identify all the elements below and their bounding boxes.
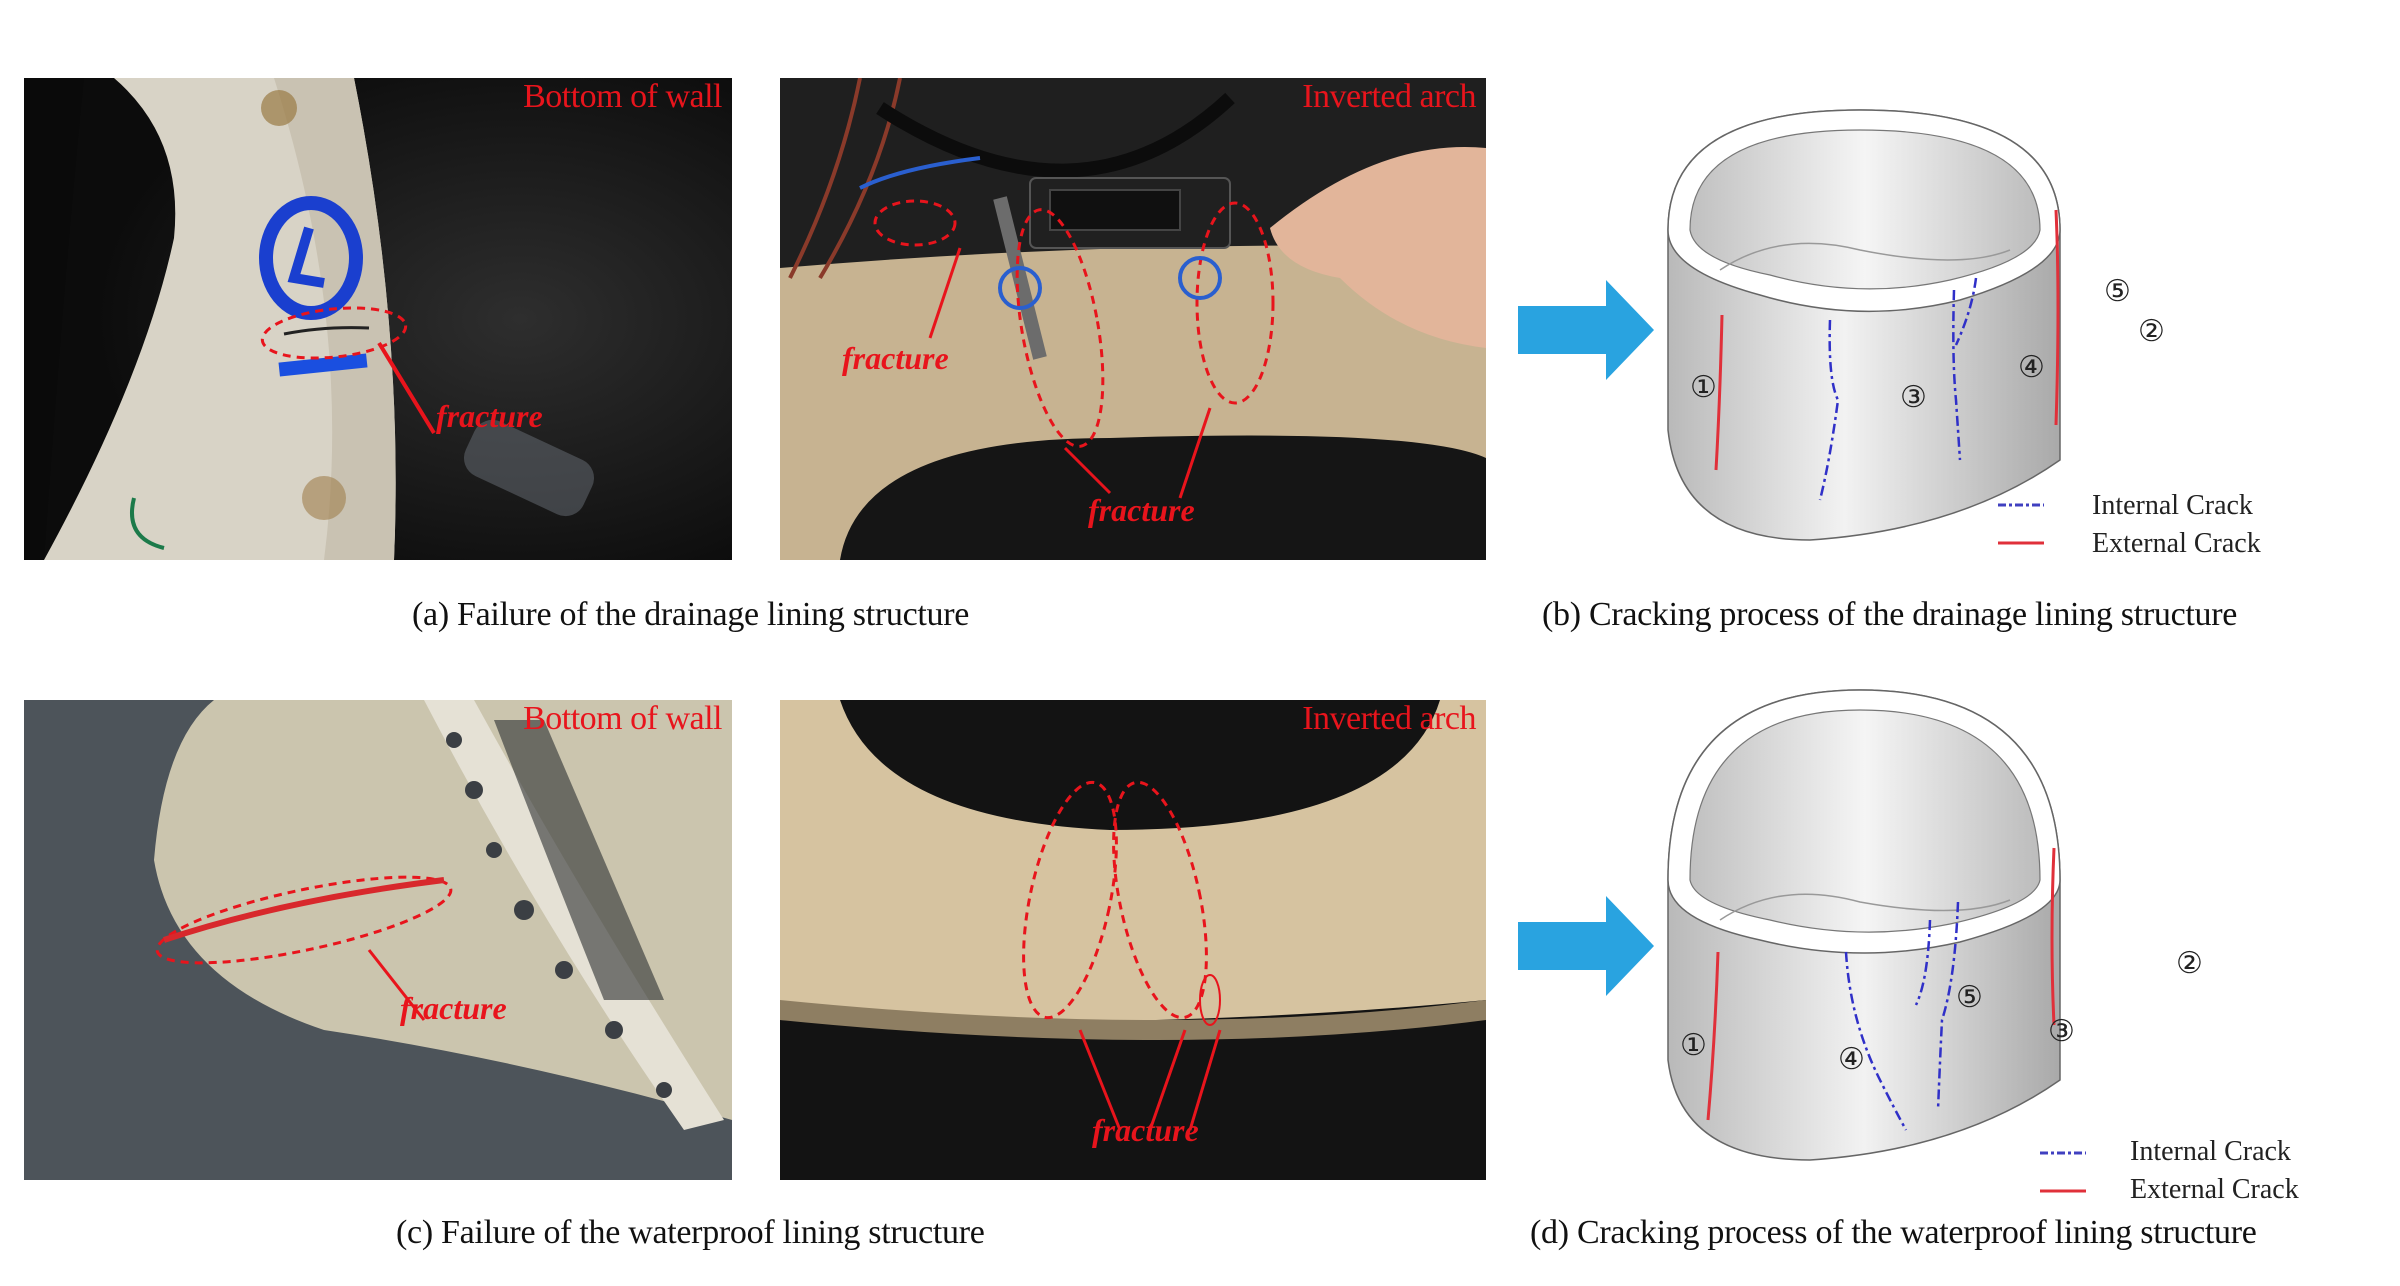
arrow-icon xyxy=(1518,280,1654,380)
crack-number: ① xyxy=(1680,1028,1707,1063)
photo-c-bottom-of-wall: Bottom of wall fracture xyxy=(24,700,732,1180)
crack-number: ④ xyxy=(2018,350,2045,385)
crack-number: ② xyxy=(2176,946,2203,981)
caption-b: (b) Cracking process of the drainage lin… xyxy=(1542,596,2238,633)
location-label: Inverted arch xyxy=(1302,78,1476,115)
fracture-annotation: fracture xyxy=(436,398,543,434)
legend-internal-line xyxy=(1998,503,2044,507)
crack-number: ③ xyxy=(2048,1014,2075,1049)
fracture-annotation: fracture xyxy=(1092,1112,1199,1148)
crack-number: ③ xyxy=(1900,380,1927,415)
legend-external-line xyxy=(2040,1189,2086,1193)
legend-internal-label: Internal Crack xyxy=(2092,490,2253,521)
crack-number: ② xyxy=(2138,314,2165,349)
lining-diagram-b xyxy=(1667,109,2061,541)
photo-a-bottom-of-wall: Bottom of wall fracture xyxy=(24,78,732,560)
location-label: Bottom of wall xyxy=(523,78,722,115)
location-label: Bottom of wall xyxy=(523,700,722,737)
crack-number: ④ xyxy=(1838,1042,1865,1077)
photo-a-inverted-arch: Inverted arch fracture fracture xyxy=(780,78,1486,560)
legend-external-label: External Crack xyxy=(2092,528,2261,559)
photo-c-inverted-arch: Inverted arch fracture xyxy=(780,700,1486,1180)
legend-external-label: External Crack xyxy=(2130,1174,2299,1205)
lining-diagram-d xyxy=(1667,689,2061,1161)
caption-c: (c) Failure of the waterproof lining str… xyxy=(396,1214,985,1251)
caption-d: (d) Cracking process of the waterproof l… xyxy=(1530,1214,2257,1251)
arrow-icon xyxy=(1518,896,1654,996)
caption-a: (a) Failure of the drainage lining struc… xyxy=(412,596,970,633)
fracture-annotation: fracture xyxy=(1088,492,1195,528)
fracture-annotation: fracture xyxy=(842,340,949,376)
legend-external-line xyxy=(1998,541,2044,545)
crack-number: ⑤ xyxy=(1956,980,1983,1015)
legend-internal-label: Internal Crack xyxy=(2130,1136,2291,1167)
fracture-annotation: fracture xyxy=(400,990,507,1026)
legend-internal-line xyxy=(2040,1151,2086,1155)
crack-number: ⑤ xyxy=(2104,274,2131,309)
crack-number: ① xyxy=(1690,370,1717,405)
location-label: Inverted arch xyxy=(1302,700,1476,737)
